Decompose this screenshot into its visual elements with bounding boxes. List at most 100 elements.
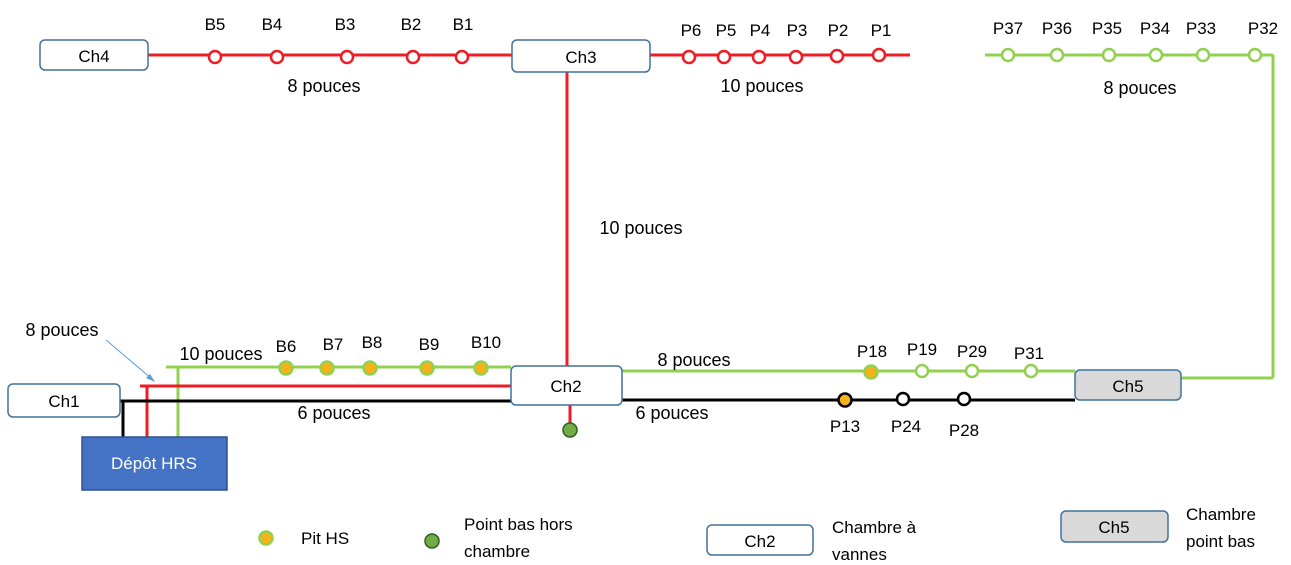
chamber-ch3-box[interactable] bbox=[511, 39, 651, 73]
node-b3 bbox=[339, 49, 355, 65]
node-p35 bbox=[1101, 47, 1117, 63]
node-p1 bbox=[871, 47, 887, 63]
chamber-ch4-box[interactable] bbox=[39, 39, 149, 71]
legend-valve-chamber-box bbox=[706, 524, 814, 556]
label-p19: P19 bbox=[907, 340, 937, 359]
depot-hrs-box[interactable] bbox=[81, 436, 228, 491]
node-p29 bbox=[964, 363, 980, 379]
legend-low-chamber-box bbox=[1060, 510, 1169, 543]
chamber-ch5-label: Ch5 bbox=[1112, 377, 1143, 396]
pipe-label-west-red-callout: 8 pouces bbox=[25, 320, 98, 340]
node-p19 bbox=[914, 363, 930, 379]
label-b8: B8 bbox=[362, 333, 383, 352]
chamber-ch4-label: Ch4 bbox=[78, 47, 109, 66]
label-b7: B7 bbox=[323, 335, 344, 354]
pipe-label-ch2-ch5-green: 8 pouces bbox=[657, 350, 730, 370]
node-p3 bbox=[788, 49, 804, 65]
legend-low-point-label-1: Point bas hors bbox=[464, 515, 573, 534]
label-b1: B1 bbox=[453, 15, 474, 34]
chamber-ch2-label: Ch2 bbox=[550, 377, 581, 396]
label-p29: P29 bbox=[957, 342, 987, 361]
legend-pit-label: Pit HS bbox=[301, 529, 349, 548]
label-b5: B5 bbox=[205, 15, 226, 34]
node-p34 bbox=[1148, 47, 1164, 63]
node-b7 bbox=[319, 360, 335, 376]
legend-valve-chamber-box-label: Ch2 bbox=[744, 532, 775, 551]
pipe-label-ch3-ch2: 10 pouces bbox=[599, 218, 682, 238]
label-p4: P4 bbox=[750, 21, 771, 40]
label-p6: P6 bbox=[681, 21, 702, 40]
label-b9: B9 bbox=[419, 335, 440, 354]
legend: Pit HS Point bas hors chambre Ch2 Chambr… bbox=[258, 505, 1256, 564]
node-p6 bbox=[681, 49, 697, 65]
node-p13 bbox=[837, 392, 853, 408]
legend-valve-chamber-label-1: Chambre à bbox=[832, 518, 917, 537]
chamber-ch2-box[interactable] bbox=[510, 365, 623, 406]
node-p36 bbox=[1049, 47, 1065, 63]
legend-low-chamber-label-2: point bas bbox=[1186, 532, 1255, 551]
chamber-ch3-label: Ch3 bbox=[565, 48, 596, 67]
node-p33 bbox=[1195, 47, 1211, 63]
label-p3: P3 bbox=[787, 21, 808, 40]
node-b1 bbox=[454, 49, 470, 65]
label-p2: P2 bbox=[828, 21, 849, 40]
label-p33: P33 bbox=[1186, 19, 1216, 38]
label-b6: B6 bbox=[276, 337, 297, 356]
legend-pit-icon bbox=[258, 530, 274, 546]
label-p31: P31 bbox=[1014, 344, 1044, 363]
pipe-label-west-green: 10 pouces bbox=[179, 344, 262, 364]
label-p35: P35 bbox=[1092, 19, 1122, 38]
pipe-label-p37-p32: 8 pouces bbox=[1103, 78, 1176, 98]
callout-arrow bbox=[105, 339, 153, 380]
legend-low-point-label-2: chambre bbox=[464, 542, 530, 561]
label-p37: P37 bbox=[993, 19, 1023, 38]
legend-low-chamber-box-label: Ch5 bbox=[1098, 518, 1129, 537]
node-p2 bbox=[829, 48, 845, 64]
pipe-label-ch3-east: 10 pouces bbox=[720, 76, 803, 96]
low-point-node bbox=[562, 422, 578, 438]
label-p32: P32 bbox=[1248, 19, 1278, 38]
label-p36: P36 bbox=[1042, 19, 1072, 38]
nodes bbox=[207, 47, 1263, 438]
node-p18 bbox=[863, 364, 879, 380]
chamber-ch1-label: Ch1 bbox=[48, 392, 79, 411]
label-p5: P5 bbox=[716, 21, 737, 40]
node-labels: B5 B4 B3 B2 B1 P6 P5 P4 P3 P2 P1 P37 P36… bbox=[205, 15, 1279, 440]
label-p18: P18 bbox=[857, 342, 887, 361]
callout-arrow-head bbox=[146, 374, 155, 382]
node-b6 bbox=[278, 360, 294, 376]
node-b8 bbox=[362, 360, 378, 376]
node-p5 bbox=[716, 49, 732, 65]
node-p31 bbox=[1023, 363, 1039, 379]
pipe-labels: 8 pouces 10 pouces 10 pouces 8 pouces 8 … bbox=[25, 76, 1176, 423]
node-b2 bbox=[405, 49, 421, 65]
label-b4: B4 bbox=[262, 15, 283, 34]
node-b9 bbox=[419, 360, 435, 376]
depot-hrs-label: Dépôt HRS bbox=[111, 454, 197, 473]
pipe-label-west-black: 6 pouces bbox=[297, 403, 370, 423]
node-b4 bbox=[269, 49, 285, 65]
node-p24 bbox=[895, 391, 911, 407]
chamber-ch1-box[interactable] bbox=[7, 383, 121, 418]
node-p32 bbox=[1247, 47, 1263, 63]
label-b3: B3 bbox=[335, 15, 356, 34]
chamber-ch5-box[interactable] bbox=[1074, 369, 1182, 401]
node-b10 bbox=[473, 360, 489, 376]
pipe-label-ch2-ch5-black: 6 pouces bbox=[635, 403, 708, 423]
node-p37 bbox=[1000, 47, 1016, 63]
label-p13: P13 bbox=[830, 417, 860, 436]
label-p28: P28 bbox=[949, 421, 979, 440]
pipe-label-ch4-ch3: 8 pouces bbox=[287, 76, 360, 96]
legend-low-point-icon bbox=[424, 533, 440, 549]
label-b2: B2 bbox=[401, 15, 422, 34]
chambers: Ch4 Ch3 Ch1 Ch2 Ch5 Dépôt HRS bbox=[7, 39, 1182, 491]
label-p1: P1 bbox=[871, 21, 892, 40]
label-p34: P34 bbox=[1140, 19, 1170, 38]
legend-low-chamber-label-1: Chambre bbox=[1186, 505, 1256, 524]
label-p24: P24 bbox=[891, 417, 921, 436]
legend-valve-chamber-label-2: vannes bbox=[832, 545, 887, 564]
label-b10: B10 bbox=[471, 333, 501, 352]
pipes bbox=[105, 53, 1275, 437]
node-p4 bbox=[751, 49, 767, 65]
